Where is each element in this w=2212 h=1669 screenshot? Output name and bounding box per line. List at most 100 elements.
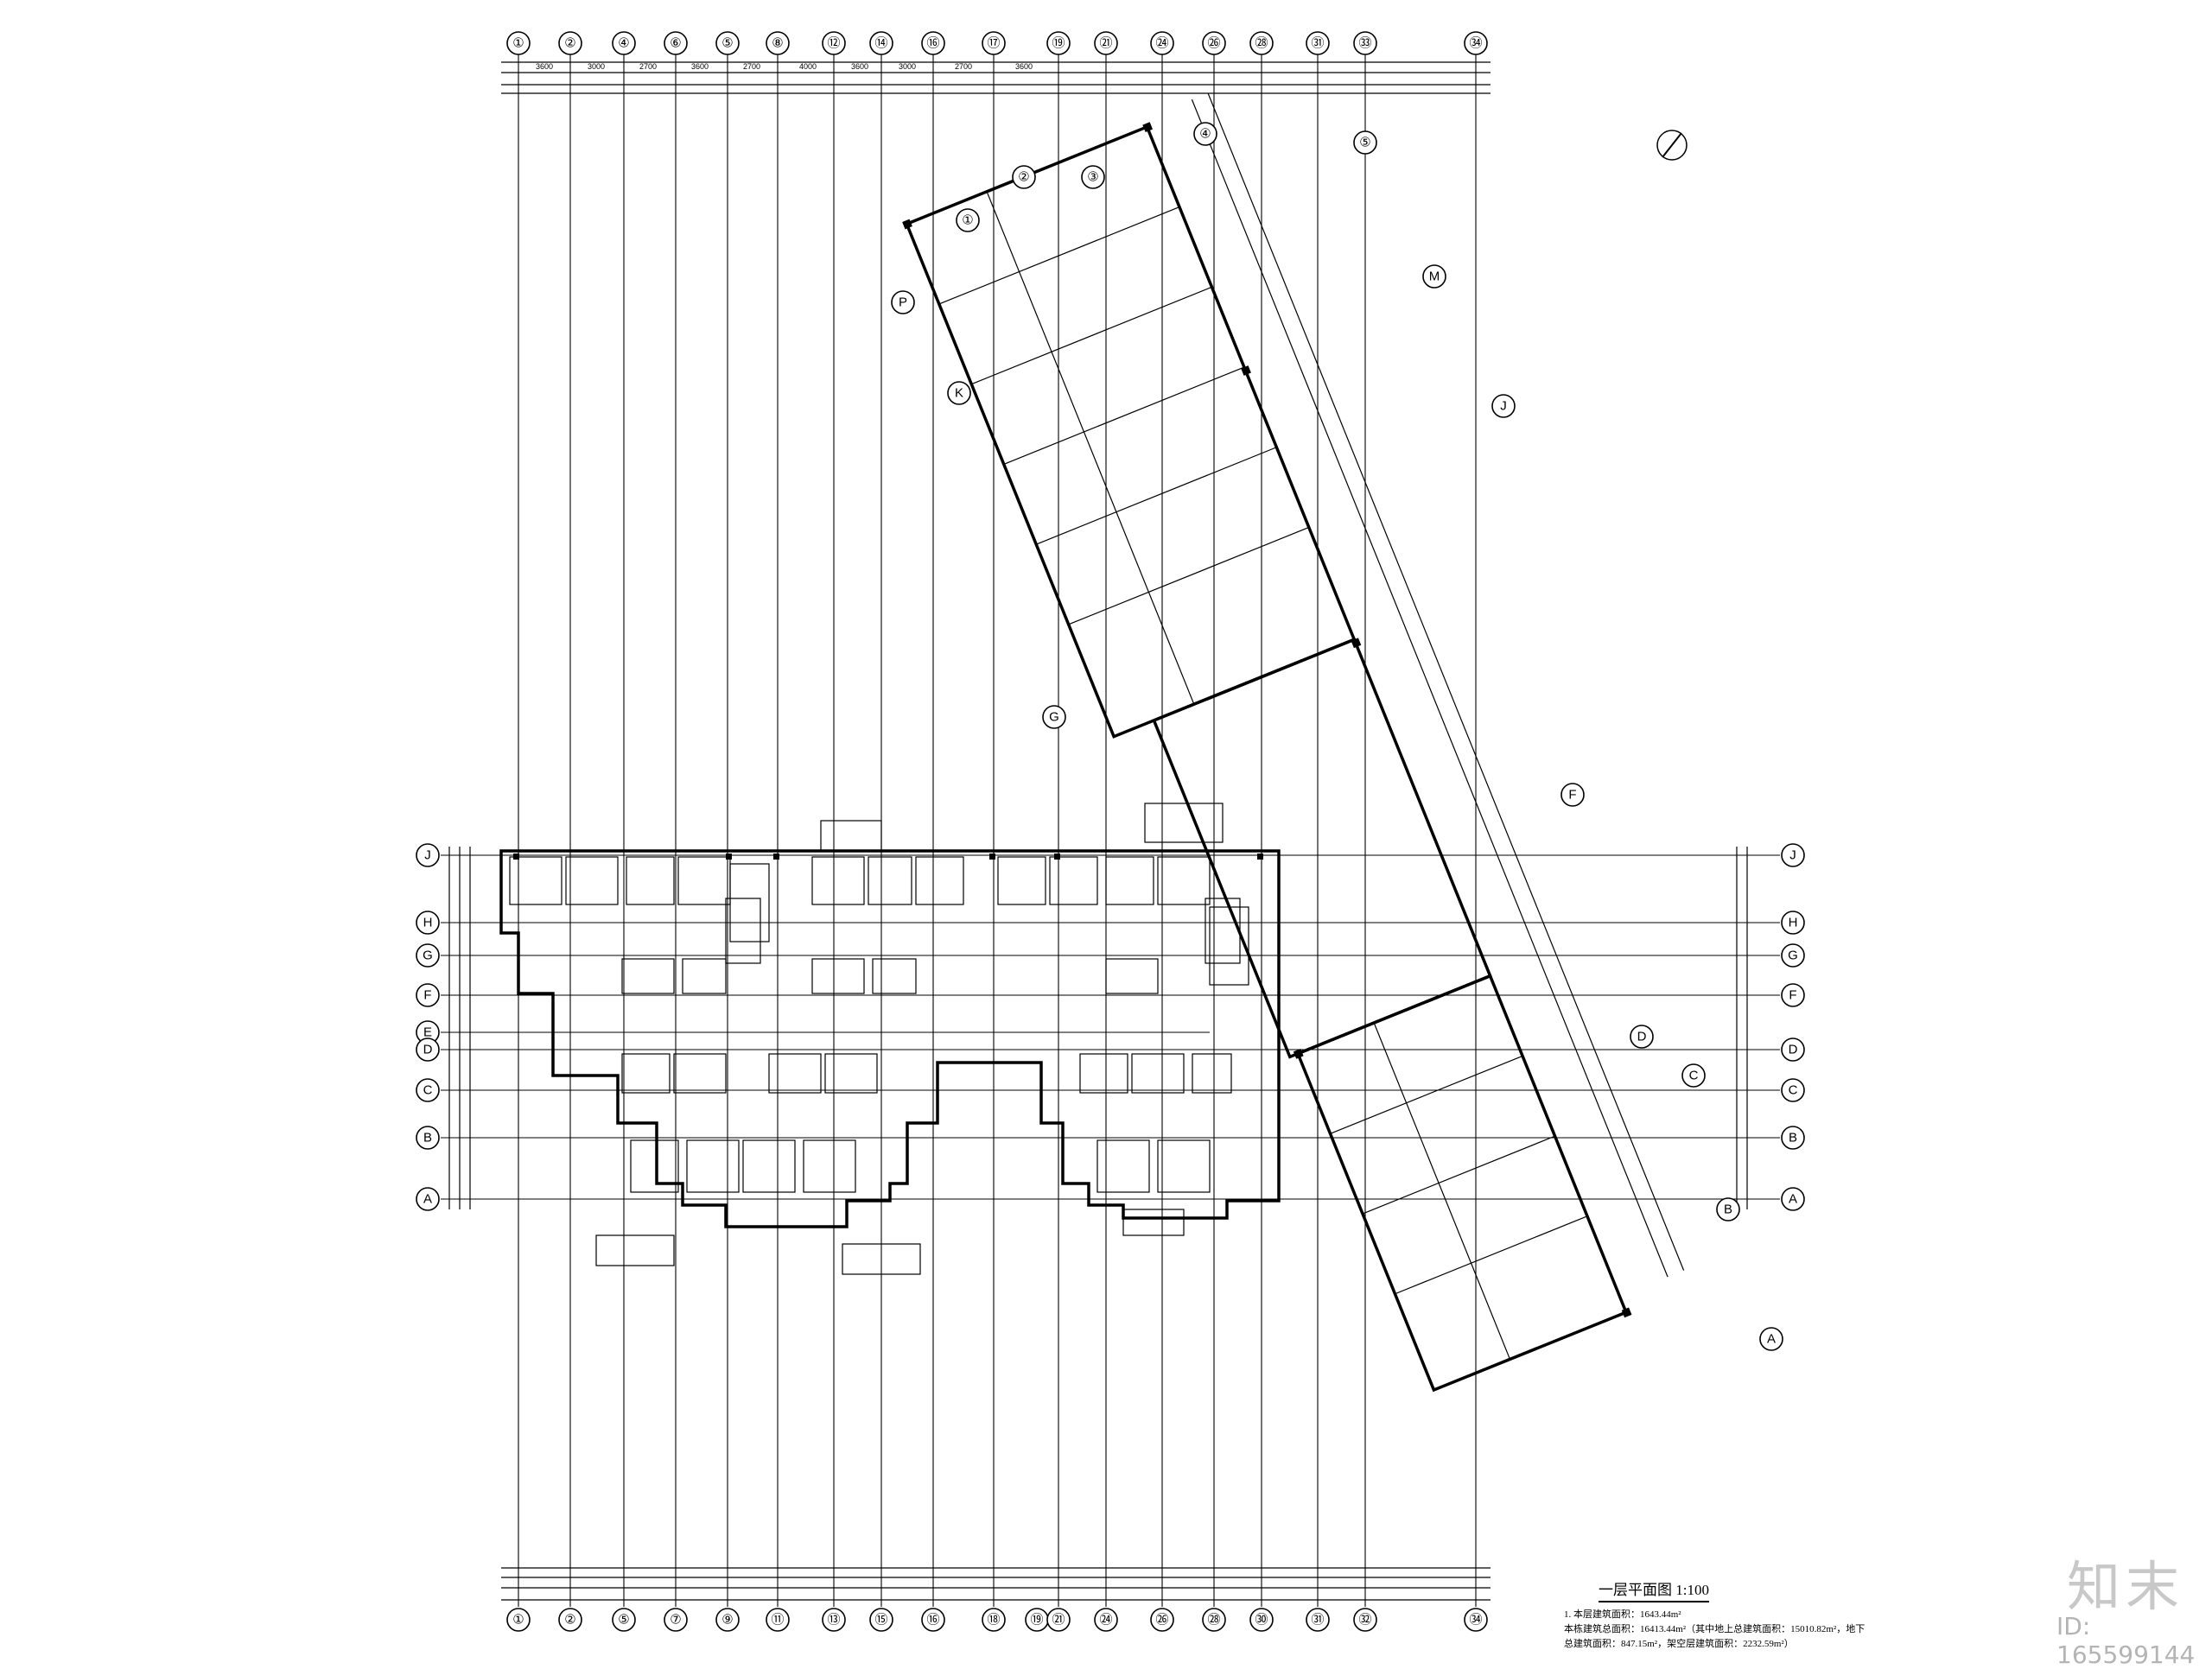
svg-text:⑲: ⑲ — [1030, 1613, 1043, 1628]
svg-text:②: ② — [564, 36, 575, 51]
top-dimension-label: 3000 — [588, 62, 605, 71]
axis-bubble-top: ⑰ — [982, 31, 1006, 55]
axis-bubble-right: D — [1781, 1038, 1805, 1062]
axis-bubble-wing: G — [1042, 705, 1066, 729]
svg-text:P: P — [899, 295, 907, 310]
note-line-2: 本栋建筑总面积：16413.44m²（其中地上总建筑面积：15010.82m²，… — [1564, 1624, 1866, 1634]
svg-text:⑱: ⑱ — [987, 1613, 1000, 1628]
watermark-logo: 知末 — [2067, 1555, 2185, 1618]
svg-text:①: ① — [962, 213, 973, 228]
axis-bubble-bottom: ㉖ — [1150, 1608, 1174, 1632]
axis-bubble-top: ④ — [612, 31, 636, 55]
top-dimension-label: 2700 — [955, 62, 972, 71]
axis-bubble-wing: K — [947, 381, 971, 405]
axis-bubble-left: B — [416, 1126, 440, 1150]
residential-block — [499, 803, 1281, 1275]
svg-text:F: F — [423, 988, 431, 1003]
axis-bubble-bottom: ⑮ — [869, 1608, 893, 1632]
svg-text:②: ② — [1018, 170, 1029, 185]
axis-bubble-wing: ② — [1012, 165, 1036, 189]
axis-bubble-right: J — [1781, 843, 1805, 867]
svg-text:⑮: ⑮ — [874, 1613, 887, 1628]
svg-text:㉔: ㉔ — [1155, 36, 1168, 51]
svg-text:⑭: ⑭ — [874, 36, 887, 51]
axis-bubble-top: ⑯ — [921, 31, 945, 55]
axis-bubble-bottom: ㉛ — [1306, 1608, 1330, 1632]
axis-bubble-bottom: ⑪ — [766, 1608, 790, 1632]
axis-bubble-top: ⑲ — [1046, 31, 1071, 55]
svg-text:D: D — [1637, 1030, 1647, 1044]
svg-text:J: J — [424, 848, 431, 863]
axis-bubble-top: ⑥ — [664, 31, 688, 55]
svg-text:⑤: ⑤ — [618, 1613, 629, 1628]
axis-bubble-top: ⑫ — [822, 31, 846, 55]
axis-bubble-right: G — [1781, 943, 1805, 968]
svg-text:A: A — [1767, 1332, 1776, 1347]
axis-bubble-top: ⑭ — [869, 31, 893, 55]
svg-text:C: C — [1689, 1069, 1699, 1083]
svg-text:C: C — [1789, 1083, 1798, 1098]
axis-bubble-bottom: ㉚ — [1249, 1608, 1274, 1632]
axis-bubble-bottom: ㉞ — [1464, 1608, 1488, 1632]
commercial-wing — [902, 92, 1685, 1393]
top-dimension-label: 3600 — [536, 62, 553, 71]
axis-bubble-top: ㉘ — [1249, 31, 1274, 55]
axis-bubble-bottom: ① — [506, 1608, 531, 1632]
svg-text:K: K — [955, 386, 963, 401]
svg-text:⑤: ⑤ — [721, 36, 733, 51]
axis-bubble-bottom: ⑲ — [1025, 1608, 1049, 1632]
axis-bubble-wing: J — [1491, 394, 1516, 418]
svg-text:④: ④ — [1199, 127, 1211, 142]
axis-bubble-bottom: ㉑ — [1046, 1608, 1071, 1632]
axis-bubble-top: ㉑ — [1094, 31, 1118, 55]
axis-bubble-bottom: ⑦ — [664, 1608, 688, 1632]
axis-bubble-left: J — [416, 843, 440, 867]
svg-text:F: F — [1568, 788, 1576, 803]
axis-bubble-bottom: ② — [558, 1608, 582, 1632]
svg-text:⑪: ⑪ — [771, 1613, 784, 1628]
top-dimension-label: 2700 — [639, 62, 657, 71]
axis-bubble-wing: ③ — [1081, 165, 1105, 189]
svg-text:㉑: ㉑ — [1052, 1613, 1065, 1628]
svg-text:⑨: ⑨ — [721, 1613, 733, 1628]
svg-text:B: B — [1789, 1131, 1797, 1145]
axis-bubble-bottom: ㉜ — [1353, 1608, 1377, 1632]
axis-bubble-left: H — [416, 911, 440, 935]
svg-text:㉘: ㉘ — [1255, 36, 1268, 51]
axis-bubble-top: ㉛ — [1306, 31, 1330, 55]
axis-bubble-wing: F — [1560, 783, 1585, 807]
axis-bubble-bottom: ⑬ — [822, 1608, 846, 1632]
axis-bubble-wing: ④ — [1193, 122, 1217, 146]
svg-text:A: A — [423, 1192, 432, 1207]
svg-text:B: B — [1724, 1203, 1732, 1217]
axis-bubble-left: D — [416, 1038, 440, 1062]
axis-bubble-top: ㉔ — [1150, 31, 1174, 55]
svg-text:J: J — [1789, 848, 1796, 863]
svg-text:⑧: ⑧ — [772, 36, 783, 51]
axis-bubble-bottom: ⑱ — [982, 1608, 1006, 1632]
axis-bubble-top: ⑧ — [766, 31, 790, 55]
top-dimension-lines — [501, 61, 1491, 94]
svg-text:B: B — [423, 1131, 432, 1145]
svg-text:⑥: ⑥ — [670, 36, 681, 51]
svg-text:⑤: ⑤ — [1359, 136, 1370, 150]
side-dimension-lines — [448, 847, 1748, 1209]
axis-bubble-top: ㉖ — [1202, 31, 1226, 55]
top-dimension-label: 3600 — [851, 62, 868, 71]
svg-text:㉔: ㉔ — [1099, 1613, 1112, 1628]
axis-bubble-bottom: ⑨ — [715, 1608, 740, 1632]
svg-text:④: ④ — [618, 36, 629, 51]
drawing-title: 一层平面图 1:100 — [1599, 1577, 1709, 1602]
axis-bubble-left: A — [416, 1187, 440, 1211]
axis-bubble-top: ㉞ — [1464, 31, 1488, 55]
top-dimension-label: 3600 — [691, 62, 709, 71]
axis-bubble-wing: ⑤ — [1353, 130, 1377, 155]
svg-text:⑲: ⑲ — [1052, 36, 1065, 51]
top-dimension-label: 2700 — [743, 62, 760, 71]
svg-text:⑯: ⑯ — [926, 1613, 939, 1628]
svg-text:D: D — [1789, 1043, 1798, 1057]
axis-bubble-left: E — [416, 1020, 440, 1044]
top-dimension-label: 4000 — [799, 62, 817, 71]
horizontal-grid-lines — [441, 854, 1780, 1200]
